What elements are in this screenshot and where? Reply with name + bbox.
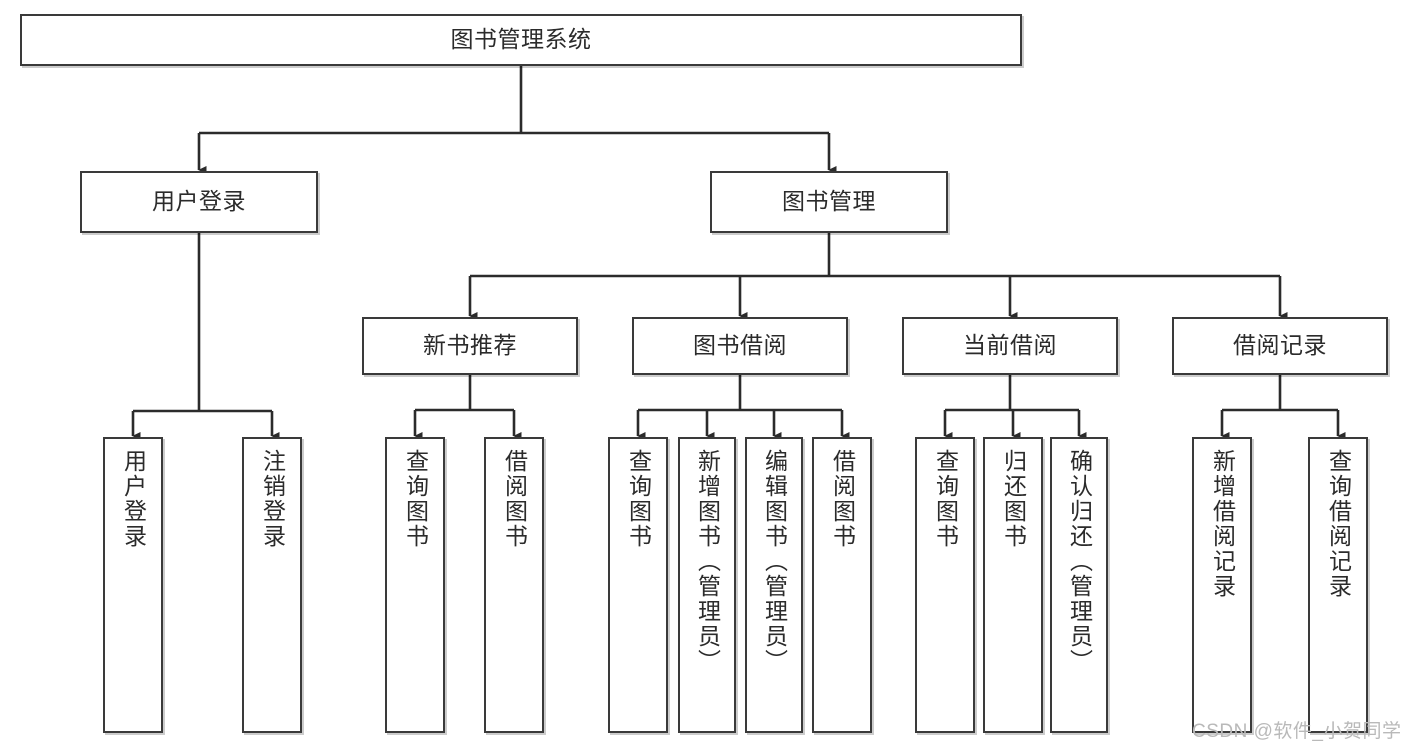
node-label: 借阅图书 xyxy=(829,449,856,549)
node-leaf13[interactable]: 查询借阅记录 xyxy=(1308,437,1368,733)
node-label: 新书推荐 xyxy=(423,332,517,359)
node-label: 编辑图书（管理员） xyxy=(761,449,788,674)
node-borrow[interactable]: 图书借阅 xyxy=(632,317,848,375)
node-root[interactable]: 图书管理系统 xyxy=(20,14,1022,66)
node-leaf1[interactable]: 用户登录 xyxy=(103,437,163,733)
node-leaf2[interactable]: 注销登录 xyxy=(242,437,302,733)
node-current[interactable]: 当前借阅 xyxy=(902,317,1118,375)
node-leaf12[interactable]: 新增借阅记录 xyxy=(1192,437,1252,733)
node-label: 当前借阅 xyxy=(963,332,1057,359)
node-label: 图书管理 xyxy=(782,188,876,215)
node-leaf9[interactable]: 查询图书 xyxy=(915,437,975,733)
node-label: 用户登录 xyxy=(152,188,246,215)
node-leaf7[interactable]: 编辑图书（管理员） xyxy=(745,437,803,733)
node-leaf6[interactable]: 新增图书（管理员） xyxy=(678,437,736,733)
node-label: 借阅图书 xyxy=(501,449,528,549)
node-label: 用户登录 xyxy=(120,449,147,549)
node-leaf4[interactable]: 借阅图书 xyxy=(484,437,544,733)
node-label: 确认归还（管理员） xyxy=(1066,449,1093,674)
node-label: 图书管理系统 xyxy=(450,26,592,53)
node-label: 归还图书 xyxy=(1000,449,1027,549)
node-leaf5[interactable]: 查询图书 xyxy=(608,437,668,733)
node-label: 注销登录 xyxy=(259,449,286,549)
node-leaf11[interactable]: 确认归还（管理员） xyxy=(1050,437,1108,733)
node-login[interactable]: 用户登录 xyxy=(80,171,318,233)
node-label: 查询借阅记录 xyxy=(1325,449,1352,599)
node-leaf3[interactable]: 查询图书 xyxy=(385,437,445,733)
node-label: 查询图书 xyxy=(402,449,429,549)
node-records[interactable]: 借阅记录 xyxy=(1172,317,1388,375)
node-label: 查询图书 xyxy=(625,449,652,549)
edge-path-group xyxy=(131,66,1346,440)
node-leaf8[interactable]: 借阅图书 xyxy=(812,437,872,733)
node-label: 新增图书（管理员） xyxy=(694,449,721,674)
node-label: 查询图书 xyxy=(932,449,959,549)
node-label: 新增借阅记录 xyxy=(1209,449,1236,599)
node-label: 图书借阅 xyxy=(693,332,787,359)
node-bookmgmt[interactable]: 图书管理 xyxy=(710,171,948,233)
node-leaf10[interactable]: 归还图书 xyxy=(983,437,1043,733)
node-label: 借阅记录 xyxy=(1233,332,1327,359)
node-newbook[interactable]: 新书推荐 xyxy=(362,317,578,375)
